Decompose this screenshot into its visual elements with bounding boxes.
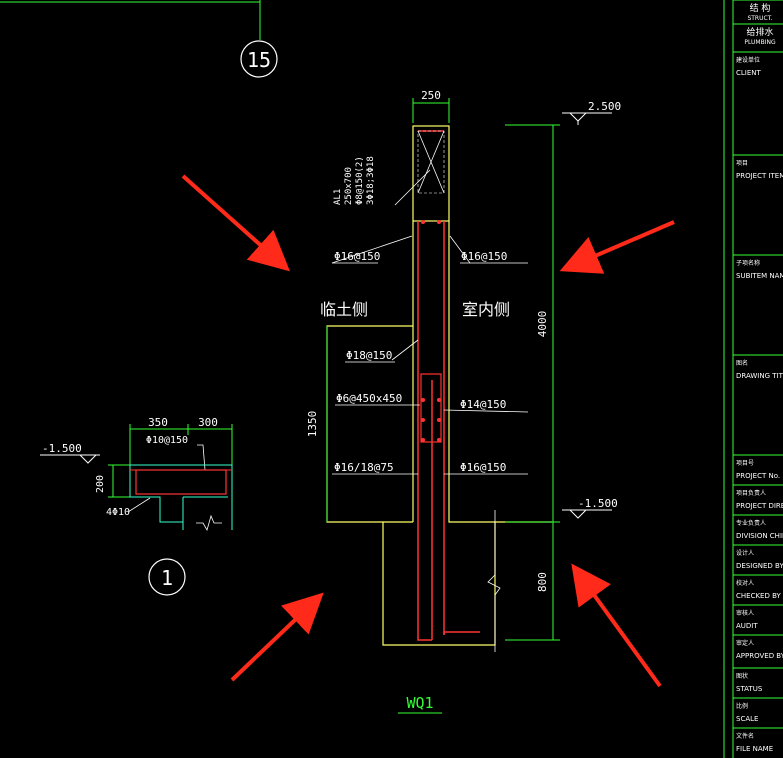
rebar-left-bottom: Φ16/18@75 (334, 461, 394, 474)
title-block-label-en: FILE NAME (736, 745, 773, 753)
title-block-label-cn: 专业负责人 (736, 519, 766, 527)
title-block-label-en: PROJECT DIRE (736, 502, 783, 510)
title-block-label-cn: 文件名 (736, 732, 754, 740)
title-block-label-en: STRUCT. (747, 15, 772, 22)
beam-label-2: 250x700 (344, 167, 354, 205)
title-block-label-cn: 审定人 (736, 639, 754, 647)
title-block-label-en: CHECKED BY (736, 592, 782, 600)
rebar-tie: Φ6@450x450 (336, 392, 402, 405)
side-right-label: 室内侧 (462, 300, 510, 319)
title-block-label-cn: 结 构 (750, 2, 771, 14)
title-block-label-en: CLIENT (736, 69, 762, 77)
beam-label-3: Φ8@150(2) (355, 156, 365, 205)
title-block-label-en: SUBITEM NAM (736, 272, 783, 280)
title-block-label-en: APPROVED BY (736, 652, 783, 660)
title-block-label-cn: 子项名称 (736, 259, 760, 267)
height-lower: 800 (536, 572, 549, 592)
side-left-label: 临土侧 (320, 300, 368, 319)
grid-axis-label: 15 (247, 48, 271, 72)
level-bottom: -1.500 (578, 497, 618, 510)
title-block-label-cn: 设计人 (736, 549, 754, 557)
title-block-label-cn: 审核人 (736, 609, 754, 617)
wall-width-dim: 250 (421, 89, 441, 102)
detail-dim-left: 350 (148, 416, 168, 429)
annotation-arrows (181, 174, 675, 688)
arrow-bottom-right (571, 563, 662, 688)
title-block-label-cn: 图名 (736, 359, 748, 367)
title-block-label-cn: 项目负责人 (736, 489, 766, 497)
title-block-label-en: SCALE (736, 715, 758, 723)
title-block-label-en: PLUMBING (744, 39, 776, 46)
detail-rebar-top: Φ10@150 (146, 435, 188, 446)
wall-section: 250 AL1 250x700 Φ8@150(2) 3Φ18;3Φ18 (306, 89, 621, 714)
title-block-label-en: PROJECT No. (736, 472, 780, 480)
section-mark-bubble (148, 558, 186, 596)
title-block-label-en: AUDIT (736, 622, 758, 630)
rebar-right-bottom: Φ16@150 (460, 461, 506, 474)
arrow-top-left (181, 174, 290, 272)
title-block-label-cn: 校对人 (736, 579, 754, 587)
rebar-right-top: Φ16@150 (461, 250, 507, 263)
title-block-label-cn: 项目号 (736, 460, 754, 467)
title-block-label-cn: 建设单位 (736, 56, 760, 64)
detail-level: -1.500 (42, 442, 82, 455)
wall-title: WQ1 (406, 694, 433, 712)
section-mark-label: 1 (161, 566, 173, 590)
rebar-left-mid: Φ18@150 (346, 349, 392, 362)
arrow-top-right (559, 220, 675, 274)
beam-label-4: 3Φ18;3Φ18 (366, 156, 376, 205)
beam-label-1: AL1 (333, 189, 343, 205)
height-upper: 4000 (536, 311, 549, 338)
detail-dim-height: 200 (95, 475, 106, 493)
section-detail: 350 300 Φ10@150 200 -1.500 4Φ10 1 (40, 416, 233, 596)
detail-rebar-bottom: 4Φ10 (106, 507, 130, 518)
level-top: 2.500 (588, 100, 621, 113)
title-block-label-en: DESIGNED BY (736, 562, 783, 570)
rebar-left-top: Φ16@150 (334, 250, 380, 263)
title-block-label-cn: 项目 (736, 160, 748, 167)
rebar-right-mid: Φ14@150 (460, 398, 506, 411)
arrow-bottom-left (230, 592, 324, 682)
title-block-label-cn: 比例 (736, 702, 748, 710)
title-block-label-en: PROJECT ITEM (736, 172, 783, 180)
title-block-label-en: DIVISION CHIEF (736, 532, 783, 540)
grid-bubble (240, 40, 278, 78)
detail-dim-right: 300 (198, 416, 218, 429)
grid-axis: 15 (0, 0, 278, 78)
side-dim: 1350 (306, 411, 319, 438)
title-block-label-cn: 图状 (736, 672, 748, 680)
title-block-label-en: DRAWING TITL (736, 372, 783, 380)
title-block-label-en: STATUS (736, 685, 763, 693)
title-block-label-cn: 给排水 (746, 26, 773, 38)
